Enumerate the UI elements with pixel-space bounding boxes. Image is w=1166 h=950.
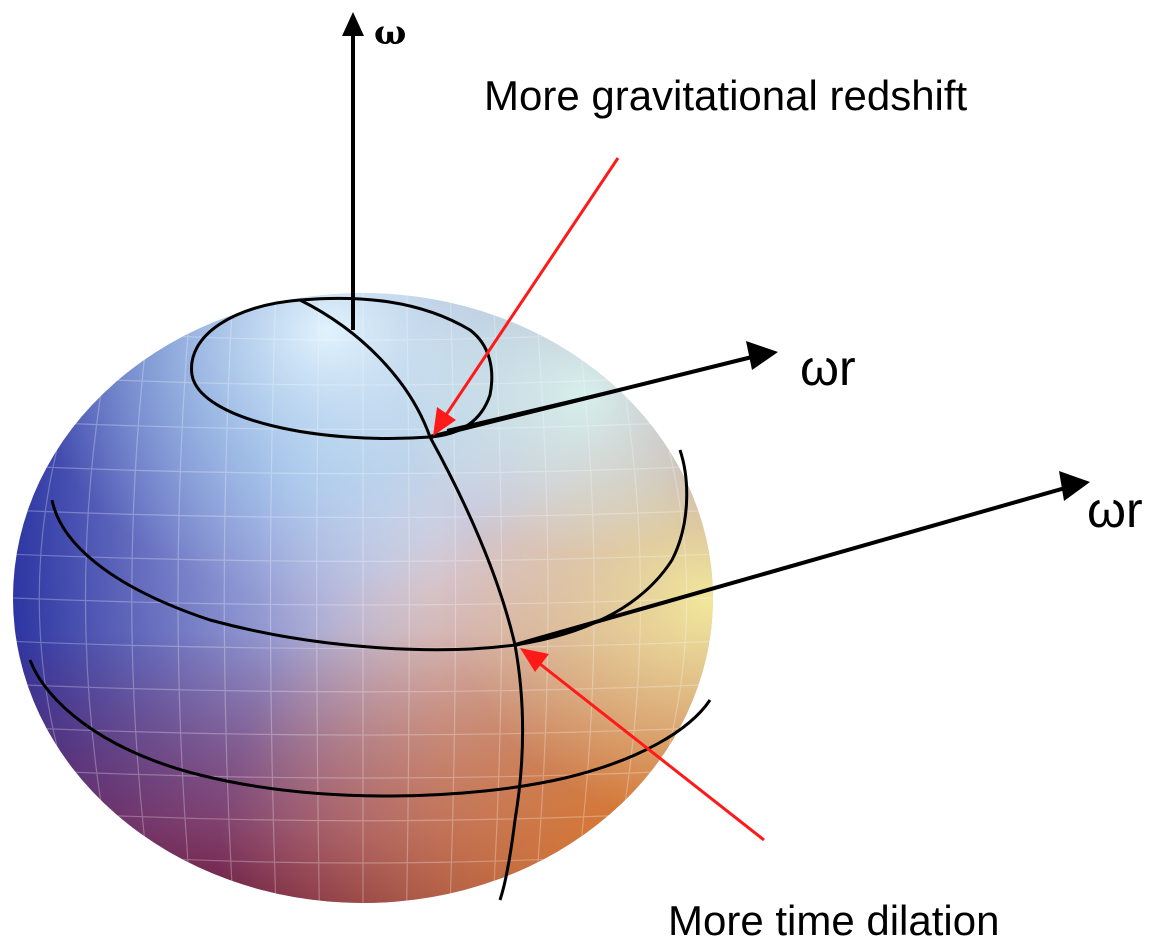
velocity-upper-label: ωr [800,340,856,396]
dilation-annotation-arrow [520,648,765,842]
velocity-vector-upper [429,341,778,439]
latitude-circle-middle [50,449,689,652]
dilation-annotation-label: More time dilation [668,897,999,944]
sphere [13,293,713,903]
latitude-circle-upper [190,296,494,440]
rotation-axis-arrow [342,12,364,330]
latitude-circle-lower [28,659,712,798]
sphere-circles [28,296,712,901]
redshift-annotation-arrow [433,157,620,436]
meridian-circle [299,298,524,901]
omega-axis-label: ω [374,13,406,53]
redshift-annotation-label: More gravitational redshift [484,72,968,119]
velocity-lower-label: ωr [1087,482,1143,538]
velocity-vector-lower [514,471,1090,647]
